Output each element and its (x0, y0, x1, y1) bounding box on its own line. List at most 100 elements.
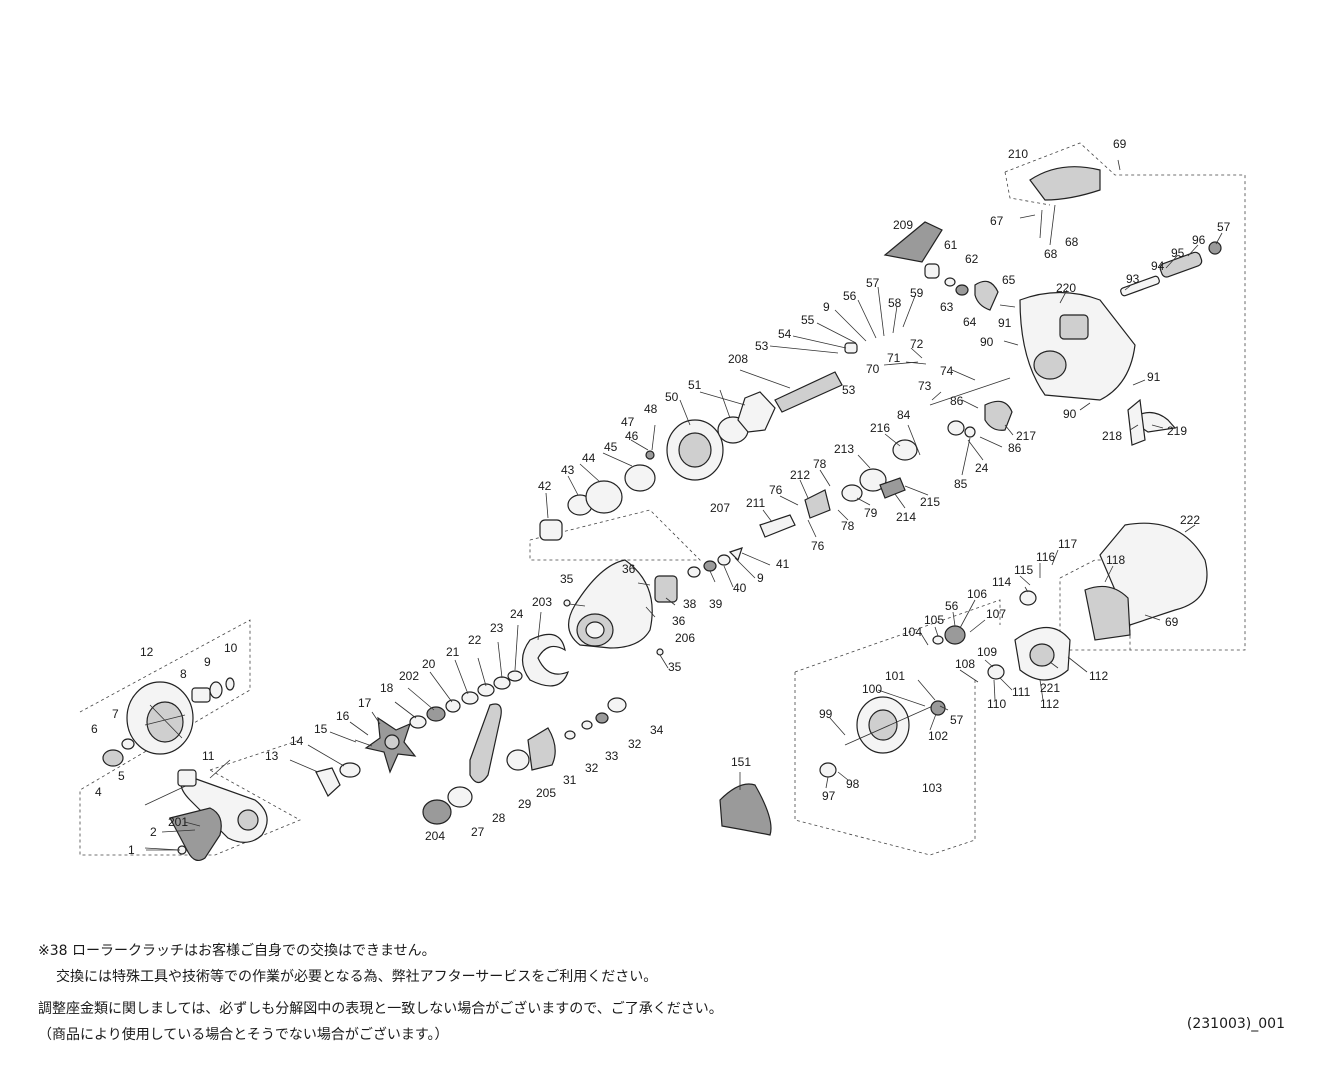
part-label[interactable]: 5 (118, 769, 125, 783)
part-label[interactable]: 90 (980, 335, 994, 349)
part-label[interactable]: 86 (950, 394, 964, 408)
part-label[interactable]: 54 (778, 327, 792, 341)
part-label[interactable]: 2 (150, 825, 157, 839)
part-label[interactable]: 209 (893, 218, 913, 232)
part-label[interactable]: 96 (1192, 233, 1206, 247)
part-label[interactable]: 76 (769, 483, 783, 497)
part-label[interactable]: 90 (1063, 407, 1077, 421)
part-label[interactable]: 67 (990, 214, 1004, 228)
part-label[interactable]: 64 (963, 315, 977, 329)
part-label[interactable]: 56 (843, 289, 857, 303)
part-label[interactable]: 65 (1002, 273, 1016, 287)
part-label[interactable]: 8 (180, 667, 187, 681)
part-label[interactable]: 74 (940, 364, 954, 378)
part-label[interactable]: 44 (582, 451, 596, 465)
part-label[interactable]: 97 (822, 789, 836, 803)
part-label[interactable]: 17 (358, 696, 372, 710)
part-label[interactable]: 33 (605, 749, 619, 763)
part-label[interactable]: 102 (928, 729, 948, 743)
part-label[interactable]: 212 (790, 468, 810, 482)
part-label[interactable]: 69 (1165, 615, 1179, 629)
part-label[interactable]: 84 (897, 408, 911, 422)
part-label[interactable]: 207 (710, 501, 730, 515)
part-label[interactable]: 201 (168, 815, 188, 829)
part-label[interactable]: 85 (954, 477, 968, 491)
part-label[interactable]: 151 (731, 755, 751, 769)
part-label[interactable]: 101 (885, 669, 905, 683)
part-label[interactable]: 202 (399, 669, 419, 683)
part-label[interactable]: 34 (650, 723, 664, 737)
part-label[interactable]: 22 (468, 633, 482, 647)
part-label[interactable]: 48 (644, 402, 658, 416)
part-label[interactable]: 221 (1040, 681, 1060, 695)
part-label[interactable]: 58 (888, 296, 902, 310)
part-label[interactable]: 71 (887, 351, 901, 365)
part-label[interactable]: 78 (841, 519, 855, 533)
part-label[interactable]: 211 (746, 496, 765, 510)
part-label[interactable]: 57 (950, 713, 964, 727)
part-label[interactable]: 219 (1167, 424, 1187, 438)
part-label[interactable]: 79 (864, 506, 878, 520)
part-label[interactable]: 210 (1008, 147, 1028, 161)
part-label[interactable]: 109 (977, 645, 997, 659)
part-label[interactable]: 59 (910, 286, 924, 300)
part-label[interactable]: 11 (202, 749, 215, 763)
part-label[interactable]: 21 (446, 645, 460, 659)
part-label[interactable]: 20 (422, 657, 436, 671)
part-label[interactable]: 1 (128, 843, 135, 857)
part-label[interactable]: 215 (920, 495, 940, 509)
part-label[interactable]: 36 (622, 562, 636, 576)
part-label[interactable]: 63 (940, 300, 954, 314)
part-label[interactable]: 51 (688, 378, 702, 392)
part-label[interactable]: 43 (561, 463, 575, 477)
part-label[interactable]: 98 (846, 777, 860, 791)
part-label[interactable]: 105 (924, 613, 944, 627)
part-label[interactable]: 114 (992, 575, 1011, 589)
part-label[interactable]: 13 (265, 749, 279, 763)
part-label[interactable]: 18 (380, 681, 394, 695)
part-label[interactable]: 218 (1102, 429, 1122, 443)
part-label[interactable]: 23 (490, 621, 504, 635)
part-label[interactable]: 9 (823, 300, 830, 314)
part-label[interactable]: 69 (1113, 137, 1127, 151)
part-label[interactable]: 213 (834, 442, 854, 456)
part-label[interactable]: 47 (621, 415, 635, 429)
part-label[interactable]: 42 (538, 479, 552, 493)
part-label[interactable]: 7 (112, 707, 119, 721)
part-label[interactable]: 24 (510, 607, 524, 621)
part-label[interactable]: 112 (1089, 669, 1108, 683)
part-label[interactable]: 99 (819, 707, 833, 721)
part-label[interactable]: 68 (1065, 235, 1079, 249)
part-label[interactable]: 68 (1044, 247, 1058, 261)
part-label[interactable]: 61 (944, 238, 958, 252)
part-label[interactable]: 72 (910, 337, 924, 351)
part-label[interactable]: 40 (733, 581, 747, 595)
part-label[interactable]: 70 (866, 362, 880, 376)
part-label[interactable]: 31 (563, 773, 577, 787)
part-label[interactable]: 15 (314, 722, 328, 736)
part-label[interactable]: 76 (811, 539, 825, 553)
part-label[interactable]: 107 (986, 607, 1006, 621)
part-label[interactable]: 94 (1151, 259, 1165, 273)
part-label[interactable]: 111 (1012, 685, 1031, 699)
part-label[interactable]: 53 (755, 339, 769, 353)
part-label[interactable]: 62 (965, 252, 979, 266)
part-label[interactable]: 203 (532, 595, 552, 609)
part-label[interactable]: 117 (1058, 537, 1077, 551)
part-label[interactable]: 91 (1147, 370, 1161, 384)
part-label[interactable]: 91 (998, 316, 1012, 330)
part-label[interactable]: 93 (1126, 272, 1140, 286)
part-label[interactable]: 28 (492, 811, 506, 825)
part-label[interactable]: 205 (536, 786, 556, 800)
part-label[interactable]: 6 (91, 722, 98, 736)
part-label[interactable]: 118 (1106, 553, 1125, 567)
part-label[interactable]: 39 (709, 597, 723, 611)
part-label[interactable]: 104 (902, 625, 922, 639)
part-label[interactable]: 46 (625, 429, 639, 443)
part-label[interactable]: 220 (1056, 281, 1076, 295)
part-label[interactable]: 29 (518, 797, 532, 811)
part-label[interactable]: 14 (290, 734, 304, 748)
part-label[interactable]: 106 (967, 587, 987, 601)
part-label[interactable]: 35 (668, 660, 682, 674)
part-label[interactable]: 38 (683, 597, 697, 611)
